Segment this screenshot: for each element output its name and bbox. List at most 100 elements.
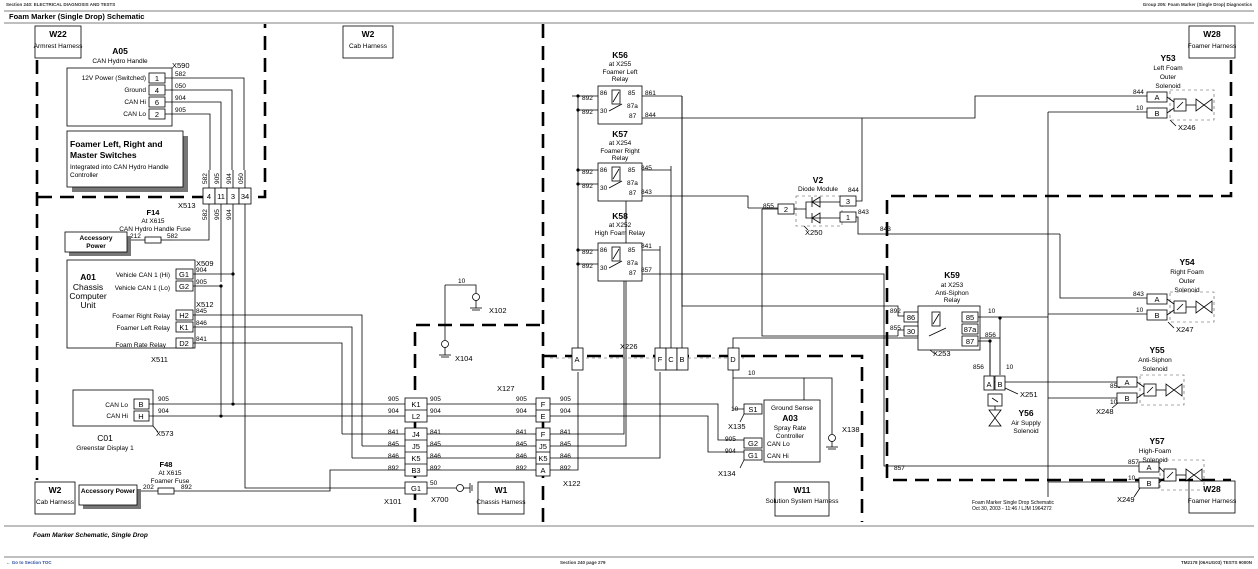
- c01-pin-label: CAN Lo: [105, 402, 128, 409]
- y53-wire: 10: [1136, 105, 1144, 112]
- x101-wire-left: 892: [388, 465, 399, 472]
- a03-pin-label: CAN Lo: [767, 441, 790, 448]
- relay-k59: K59 at X253 Anti-Siphon Relay 86 85 30 8…: [681, 96, 1117, 383]
- a05-pin-label: 12V Power (Switched): [82, 75, 146, 82]
- x101-wire-left: 905: [388, 396, 399, 403]
- x101-pin: B3: [411, 466, 420, 475]
- y54-pin: A: [1154, 295, 1159, 304]
- connector-x101: K1 L2 J4 J5 K5 B3 G1 X101 905 904 841 84…: [244, 204, 531, 506]
- a05-pin: 4: [155, 86, 159, 95]
- svg-text:Solenoid: Solenoid: [1174, 287, 1200, 294]
- a05-pin-label: CAN Lo: [123, 111, 146, 118]
- harness-boundaries: [35, 24, 1233, 522]
- y54-wire: 10: [1136, 307, 1144, 314]
- k56-pin: 86: [600, 90, 608, 97]
- k58-id: K58: [612, 211, 628, 221]
- x127-pin: J5: [539, 442, 547, 451]
- c01-wire: 905: [158, 396, 169, 403]
- x101-wire-right: 841: [430, 429, 441, 436]
- a01-wire: 904: [196, 267, 207, 274]
- y57-id: Y57: [1149, 436, 1164, 446]
- a03-pin: G2: [748, 439, 758, 448]
- k57-wire: 843: [641, 189, 652, 196]
- svg-text:Air Supply: Air Supply: [1011, 420, 1041, 427]
- svg-text:Anti-Siphon: Anti-Siphon: [935, 290, 969, 297]
- svg-text:Accessory: Accessory: [80, 235, 113, 242]
- x127-wire-right: 905: [560, 396, 571, 403]
- accessory-power-top: Accessory Power: [64, 231, 131, 256]
- harness-w28-top: W28 Foamer Harness: [1188, 25, 1237, 59]
- f48-name: Foamer Fuse: [151, 478, 190, 485]
- harness-w11: W11 Solution System Harness: [766, 481, 839, 517]
- foamer-switches-box: Foamer Left, Right and Master Switches I…: [66, 130, 188, 192]
- a05-pin-label: Ground: [124, 87, 146, 94]
- svg-text:High-Foam: High-Foam: [1139, 448, 1171, 455]
- x226-id: X226: [620, 342, 638, 351]
- x226-pin: D: [730, 355, 736, 364]
- x102-label: X102: [489, 306, 507, 315]
- x127-pin: F: [541, 400, 546, 409]
- y55-id: Y55: [1149, 345, 1164, 355]
- ground-x102: 10 X102: [444, 278, 507, 340]
- connector-x513: X513 4 11 3 34 582 905 904 050 582 905 9…: [172, 170, 252, 282]
- x226-pin: A: [574, 355, 579, 364]
- y56-pin: A: [986, 380, 991, 389]
- x101-pin: K1: [411, 400, 420, 409]
- f14-id: F14: [147, 208, 161, 217]
- a01-connector: X511: [151, 355, 168, 364]
- x127-id: X127: [497, 384, 515, 393]
- x101-pin: G1: [411, 484, 421, 493]
- k59-pin: 30: [907, 327, 915, 336]
- k56-wire: 892: [582, 95, 593, 102]
- header-right: Group 205: Foam Marker (Single Drop) Dia…: [1142, 2, 1252, 7]
- x513-wire: 905: [214, 173, 221, 184]
- ground-x700: X700: [431, 483, 473, 504]
- k58-pin: 87a: [627, 260, 638, 267]
- x127-wire-left: 904: [516, 408, 527, 415]
- svg-text:Outer: Outer: [1160, 74, 1177, 81]
- x127-pin: A: [540, 466, 545, 475]
- c01-connector: X573: [156, 429, 174, 438]
- x101-wire-left: 845: [388, 441, 399, 448]
- x138-label: X138: [842, 425, 860, 434]
- a01-wire: 841: [196, 336, 207, 343]
- harness-w2-top-name: Cab Harness: [349, 43, 388, 50]
- y55-connector: X248: [1096, 407, 1114, 416]
- x513-id: X513: [178, 201, 196, 210]
- a05-pin: 1: [155, 74, 159, 83]
- y56-wire: 10: [1006, 364, 1014, 371]
- v2-wire: 843: [858, 209, 869, 216]
- v2-pin: 2: [784, 205, 788, 214]
- harness-w28-bottom: W28 Foamer Harness: [1188, 480, 1237, 514]
- footer-left[interactable]: ← Go to Section TOC: [6, 560, 52, 565]
- x127-wire-right: 904: [560, 408, 571, 415]
- y53-wire: 844: [1133, 89, 1144, 96]
- a01-pin-label: Vehicle CAN 1 (Lo): [115, 285, 170, 292]
- a01-pin: D2: [179, 339, 189, 348]
- component-c01: CAN Lo CAN Hi B H 905 904 X573 C01 Green…: [72, 389, 405, 452]
- k57-pin: 87a: [627, 180, 638, 187]
- k59-wire: 856: [985, 332, 996, 339]
- k58-pin: 85: [628, 247, 636, 254]
- harness-w22-id: W22: [49, 29, 67, 39]
- k58-wire: 841: [641, 243, 652, 250]
- x101-pin: K5: [411, 454, 420, 463]
- x513-wire: 050: [238, 173, 245, 184]
- fuse-f48: F48 At X615 Foamer Fuse 202 892: [140, 460, 405, 495]
- svg-text:Solenoid: Solenoid: [1142, 457, 1168, 464]
- k59-wire: 892: [890, 308, 901, 315]
- x101-wire-right: 846: [430, 453, 441, 460]
- k57-pin: 86: [600, 167, 608, 174]
- y56-id: Y56: [1018, 408, 1033, 418]
- a03-id: A03: [782, 413, 798, 423]
- harness-w1: W1 Chassis Harness: [476, 481, 526, 515]
- y57-pin: A: [1146, 463, 1151, 472]
- harness-w28-top-name: Foamer Harness: [1188, 43, 1237, 50]
- svg-text:Solenoid: Solenoid: [1142, 366, 1168, 373]
- x101-wire-right: 905: [430, 396, 441, 403]
- k56-pin: 30: [600, 108, 608, 115]
- x101-id: X101: [384, 497, 402, 506]
- harness-w2-bottom: W2 Cab Harness: [34, 481, 76, 515]
- doc-note-line2: Oct 30, 2003 - 11:46 / LJM 1964272: [972, 506, 1052, 512]
- x513-wire-below: 905: [214, 209, 221, 220]
